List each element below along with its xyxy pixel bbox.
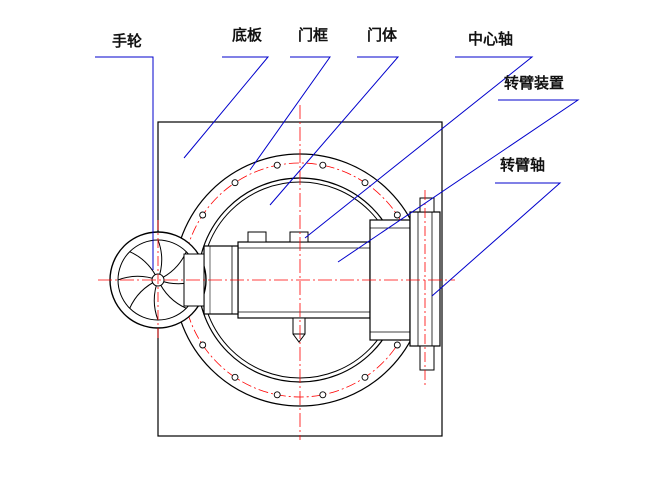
leader-door-frame <box>249 56 331 171</box>
bolt-hole <box>319 161 327 169</box>
leader-door-body <box>269 56 400 206</box>
bolt-hole <box>393 211 401 219</box>
center-shaft-cap <box>289 231 309 243</box>
bolt-hole <box>361 373 369 381</box>
leader-swing-arm-device <box>337 99 580 263</box>
bolt-hole <box>231 179 239 187</box>
label-handwheel: 手轮 <box>112 32 143 50</box>
label-base-plate: 底板 <box>232 26 263 44</box>
label-swing-arm-device: 转臂装置 <box>504 74 565 92</box>
label-door-body: 门体 <box>367 26 398 44</box>
bolt-hole <box>393 341 401 349</box>
leader-base-plate <box>183 56 270 159</box>
top-boss-left <box>247 231 267 243</box>
arm-shaft-top-cap <box>419 197 435 213</box>
center-shaft-tip <box>292 333 306 343</box>
bolt-hole <box>199 341 207 349</box>
arm-shaft-bottom-cap <box>419 345 435 371</box>
bolt-hole <box>273 161 281 169</box>
bolt-hole <box>231 373 239 381</box>
bolt-hole <box>361 179 369 187</box>
leader-swing-arm-shaft <box>431 182 562 297</box>
leader-handwheel <box>95 56 154 270</box>
bolt-hole <box>273 391 281 399</box>
bolt-hole <box>319 391 327 399</box>
center-shaft-pin <box>292 317 306 335</box>
label-swing-arm-shaft: 转臂轴 <box>500 156 546 174</box>
label-door-frame: 门框 <box>298 26 329 44</box>
leader-lines <box>95 56 580 297</box>
bolt-hole <box>199 211 207 219</box>
leader-center-shaft <box>304 56 534 239</box>
label-center-shaft: 中心轴 <box>468 30 514 48</box>
